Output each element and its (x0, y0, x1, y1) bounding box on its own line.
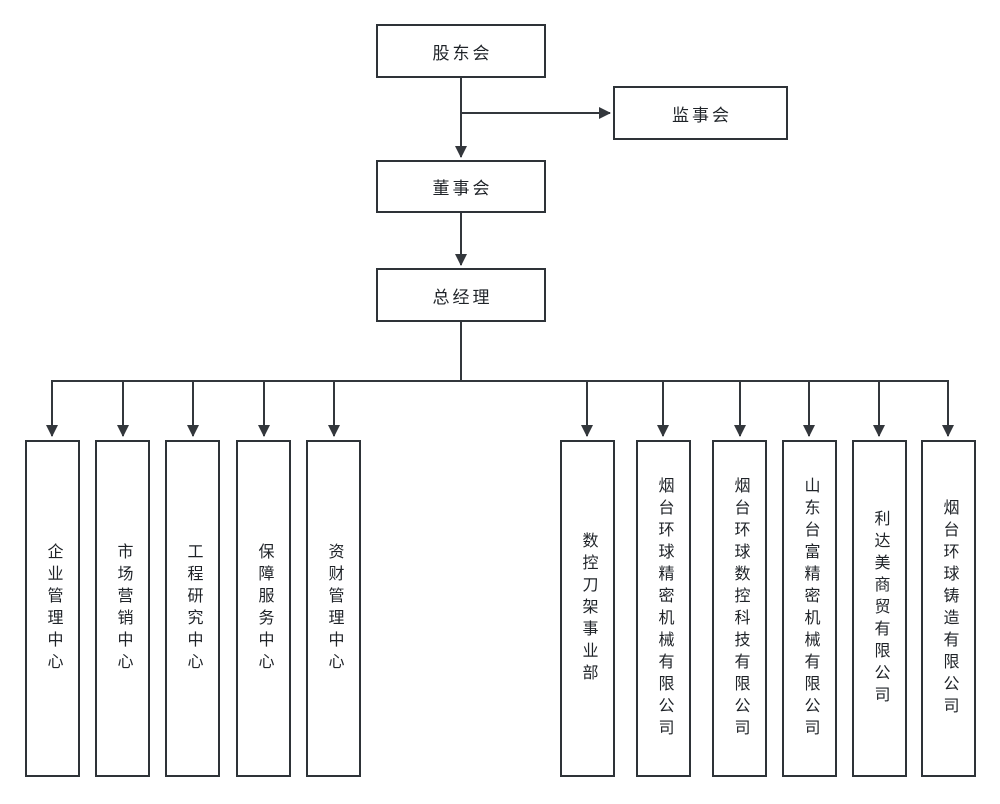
org-node-general-manager-label: 总经理 (432, 287, 493, 307)
org-node-label: 利达美商贸有限公司 (871, 509, 889, 708)
org-node-label: 市场营销中心 (114, 542, 132, 675)
org-node-label: 烟台环球数控科技有限公司 (731, 476, 749, 741)
org-node-label: 资财管理中心 (325, 542, 343, 675)
org-node-board-of-directors: 董事会 (376, 160, 546, 213)
org-node-label: 山东台富精密机械有限公司 (801, 476, 819, 741)
org-node-supervisory-board-label: 监事会 (672, 105, 732, 125)
org-node-cnc-turret-division: 数控刀架事业部 (560, 440, 615, 777)
org-node-label: 烟台环球精密机械有限公司 (655, 476, 673, 741)
org-node-shandong-taifu-precision-machinery: 山东台富精密机械有限公司 (782, 440, 837, 777)
org-node-yantai-huanqiu-cnc-technology: 烟台环球数控科技有限公司 (712, 440, 767, 777)
org-node-yantai-huanqiu-casting: 烟台环球铸造有限公司 (921, 440, 976, 777)
org-node-label: 烟台环球铸造有限公司 (940, 498, 958, 719)
org-node-yantai-huanqiu-precision-machinery: 烟台环球精密机械有限公司 (636, 440, 691, 777)
org-node-general-manager: 总经理 (376, 268, 546, 322)
org-node-label: 保障服务中心 (255, 542, 273, 675)
org-node-engineering-research-center: 工程研究中心 (165, 440, 220, 777)
org-node-label: 数控刀架事业部 (579, 531, 597, 686)
org-node-shareholders-label: 股东会 (432, 43, 493, 63)
org-node-label: 企业管理中心 (44, 542, 62, 675)
org-node-support-service-center: 保障服务中心 (236, 440, 291, 777)
org-node-label: 工程研究中心 (184, 542, 202, 675)
org-node-supervisory-board: 监事会 (613, 86, 788, 140)
org-node-finance-management-center: 资财管理中心 (306, 440, 361, 777)
org-node-lidamei-trading: 利达美商贸有限公司 (852, 440, 907, 777)
org-node-enterprise-management-center: 企业管理中心 (25, 440, 80, 777)
org-node-board-of-directors-label: 董事会 (432, 179, 493, 198)
org-node-shareholders: 股东会 (376, 24, 546, 78)
org-node-marketing-center: 市场营销中心 (95, 440, 150, 777)
